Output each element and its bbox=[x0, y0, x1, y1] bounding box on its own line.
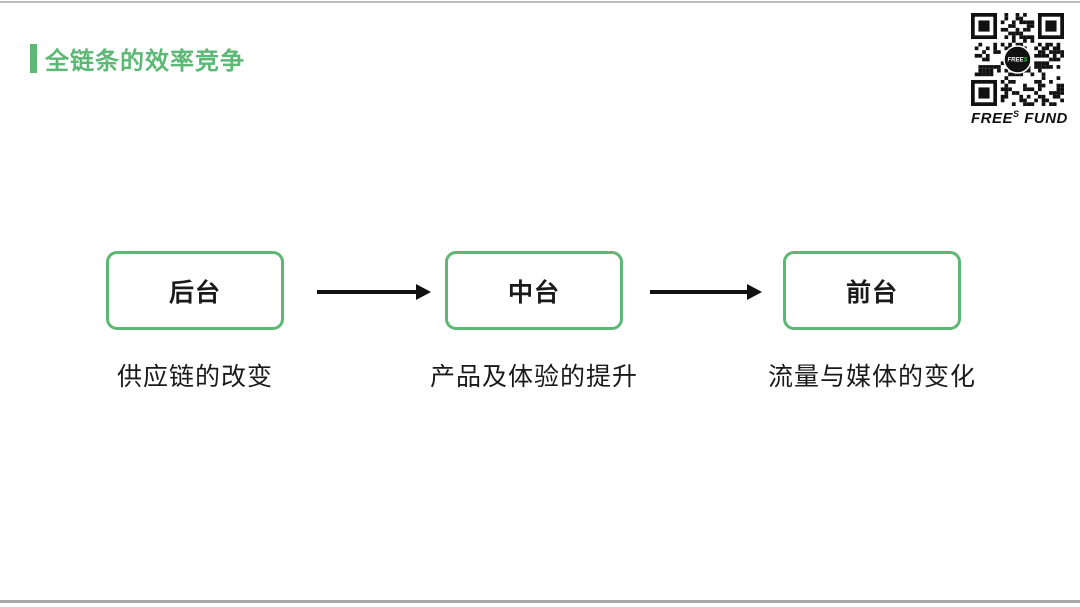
flow-node-label: 中台 bbox=[507, 278, 560, 307]
flow-arrow-2 bbox=[650, 284, 762, 300]
flow-node-middle: 中台 产品及体验的提升 bbox=[399, 251, 669, 393]
brand-block: FREES FREES FUND bbox=[971, 13, 1068, 127]
slide-title-block: 全链条的效率竞争 bbox=[30, 41, 245, 76]
slide-bottom-edge bbox=[0, 600, 1080, 603]
flow-node-label: 前台 bbox=[845, 278, 898, 307]
flow-node-caption: 供应链的改变 bbox=[116, 363, 273, 391]
flow-node-caption: 产品及体验的提升 bbox=[429, 363, 638, 391]
flow-node-box: 前台 bbox=[783, 251, 961, 330]
flow-node-box: 中台 bbox=[445, 251, 623, 330]
flow-node-frontend: 前台 流量与媒体的变化 bbox=[737, 251, 1007, 393]
flow-node-label: 后台 bbox=[168, 278, 221, 307]
title-accent-bar bbox=[30, 44, 37, 73]
flow-node-box: 后台 bbox=[106, 251, 284, 330]
page-title: 全链条的效率竞争 bbox=[45, 48, 245, 75]
brand-logo-text: FREES FUND bbox=[971, 109, 1068, 127]
svg-text:FREES: FREES bbox=[1007, 58, 1027, 64]
flow-node-backend: 后台 供应链的改变 bbox=[60, 251, 330, 393]
logo-word2: FUND bbox=[1024, 110, 1068, 127]
logo-word1: FREE bbox=[971, 110, 1014, 127]
logo-superscript: S bbox=[1013, 109, 1020, 119]
slide-top-edge bbox=[0, 1, 1080, 3]
flow-node-caption: 流量与媒体的变化 bbox=[767, 363, 976, 391]
flow-arrow-1 bbox=[317, 284, 431, 300]
qr-code-icon: FREES bbox=[971, 13, 1064, 106]
